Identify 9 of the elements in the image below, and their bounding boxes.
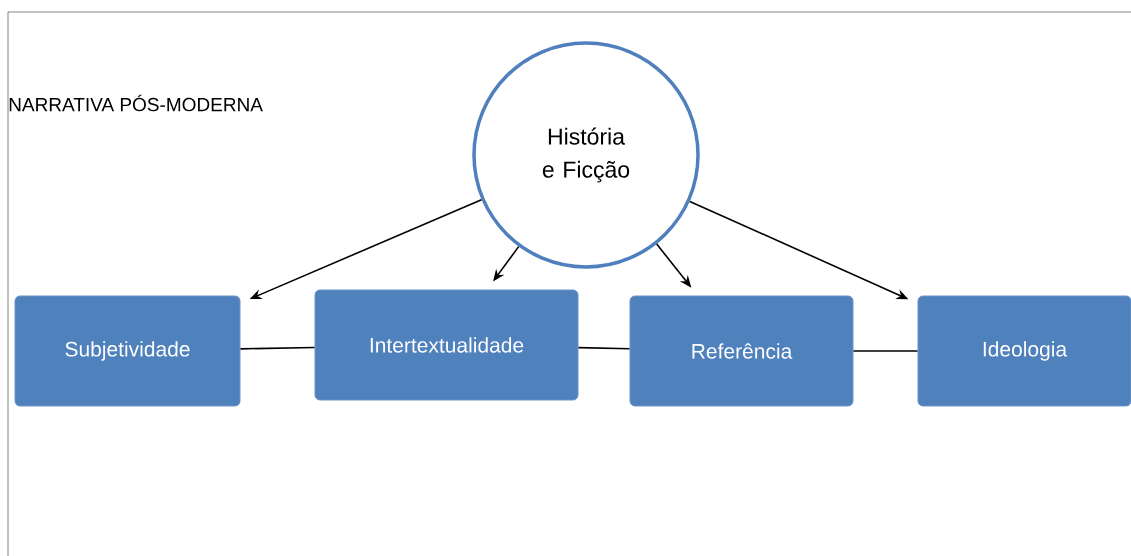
title: NARRATIVA PÓS-MODERNA [9, 94, 263, 112]
process-box: Subjetividade [14, 295, 241, 407]
process-box: Referência [629, 295, 854, 407]
process-box: Ideologia [917, 295, 1131, 407]
process-box: Intertextualidade [314, 289, 579, 401]
connector-line [577, 346, 631, 350]
connector-line [852, 350, 919, 352]
connector-line [239, 346, 316, 350]
circle-node: História e Ficção [472, 41, 700, 269]
